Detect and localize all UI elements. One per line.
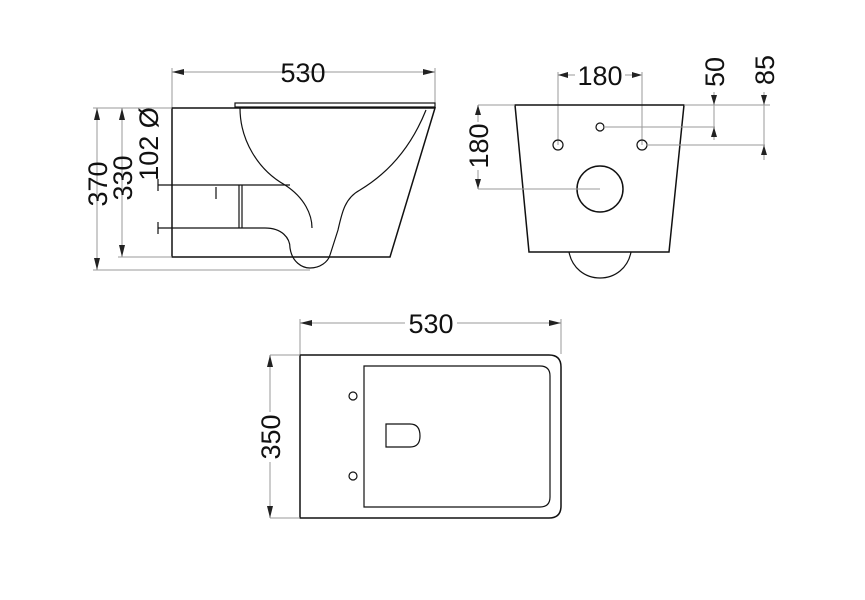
top-width-label: 350 (256, 414, 286, 459)
side-total-height-label: 370 (83, 161, 113, 206)
rear-view: 180 180 50 85 (464, 55, 780, 279)
bolt-offset-label: 85 (750, 55, 780, 85)
outlet-height-label: 180 (464, 123, 494, 168)
top-view: 530 350 (256, 308, 562, 519)
top-length-label: 530 (408, 309, 453, 339)
side-view: 530 370 330 102 Ø (83, 58, 437, 271)
inlet-offset-label: 50 (700, 57, 730, 87)
outlet-diameter-label: 102 Ø (134, 107, 164, 181)
bolt-spacing-label: 180 (577, 61, 622, 91)
side-width-label: 530 (280, 58, 325, 88)
side-body-height-label: 330 (108, 155, 138, 200)
